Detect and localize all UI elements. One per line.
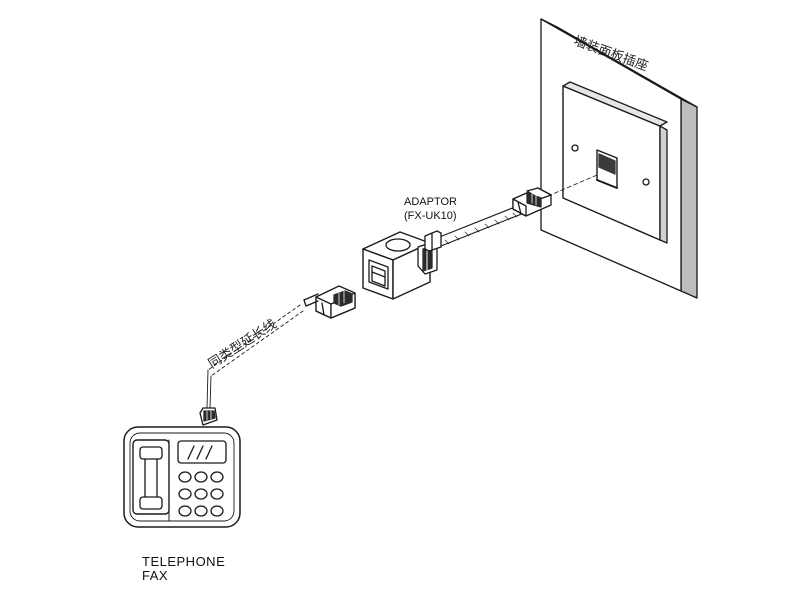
phone-plug	[199, 407, 218, 426]
adaptor-name: ADAPTOR	[404, 196, 457, 208]
device-label-fax: FAX	[142, 568, 169, 583]
cable-wall-to-adaptor	[436, 174, 598, 247]
device-label-telephone: TELEPHONE	[142, 554, 226, 569]
adaptor-model: (FX-UK10)	[404, 210, 457, 222]
adaptor-label: ADAPTOR (FX-UK10)	[404, 195, 457, 223]
extension-cable	[206, 304, 304, 409]
telephone-icon	[123, 426, 241, 528]
wall-plug	[512, 187, 552, 217]
keypad	[178, 471, 224, 517]
wall-socket-icon	[562, 81, 668, 244]
adaptor-icon	[362, 230, 442, 300]
rj11-plug-icon	[303, 285, 356, 319]
device-label: TELEPHONE FAX	[142, 555, 225, 583]
